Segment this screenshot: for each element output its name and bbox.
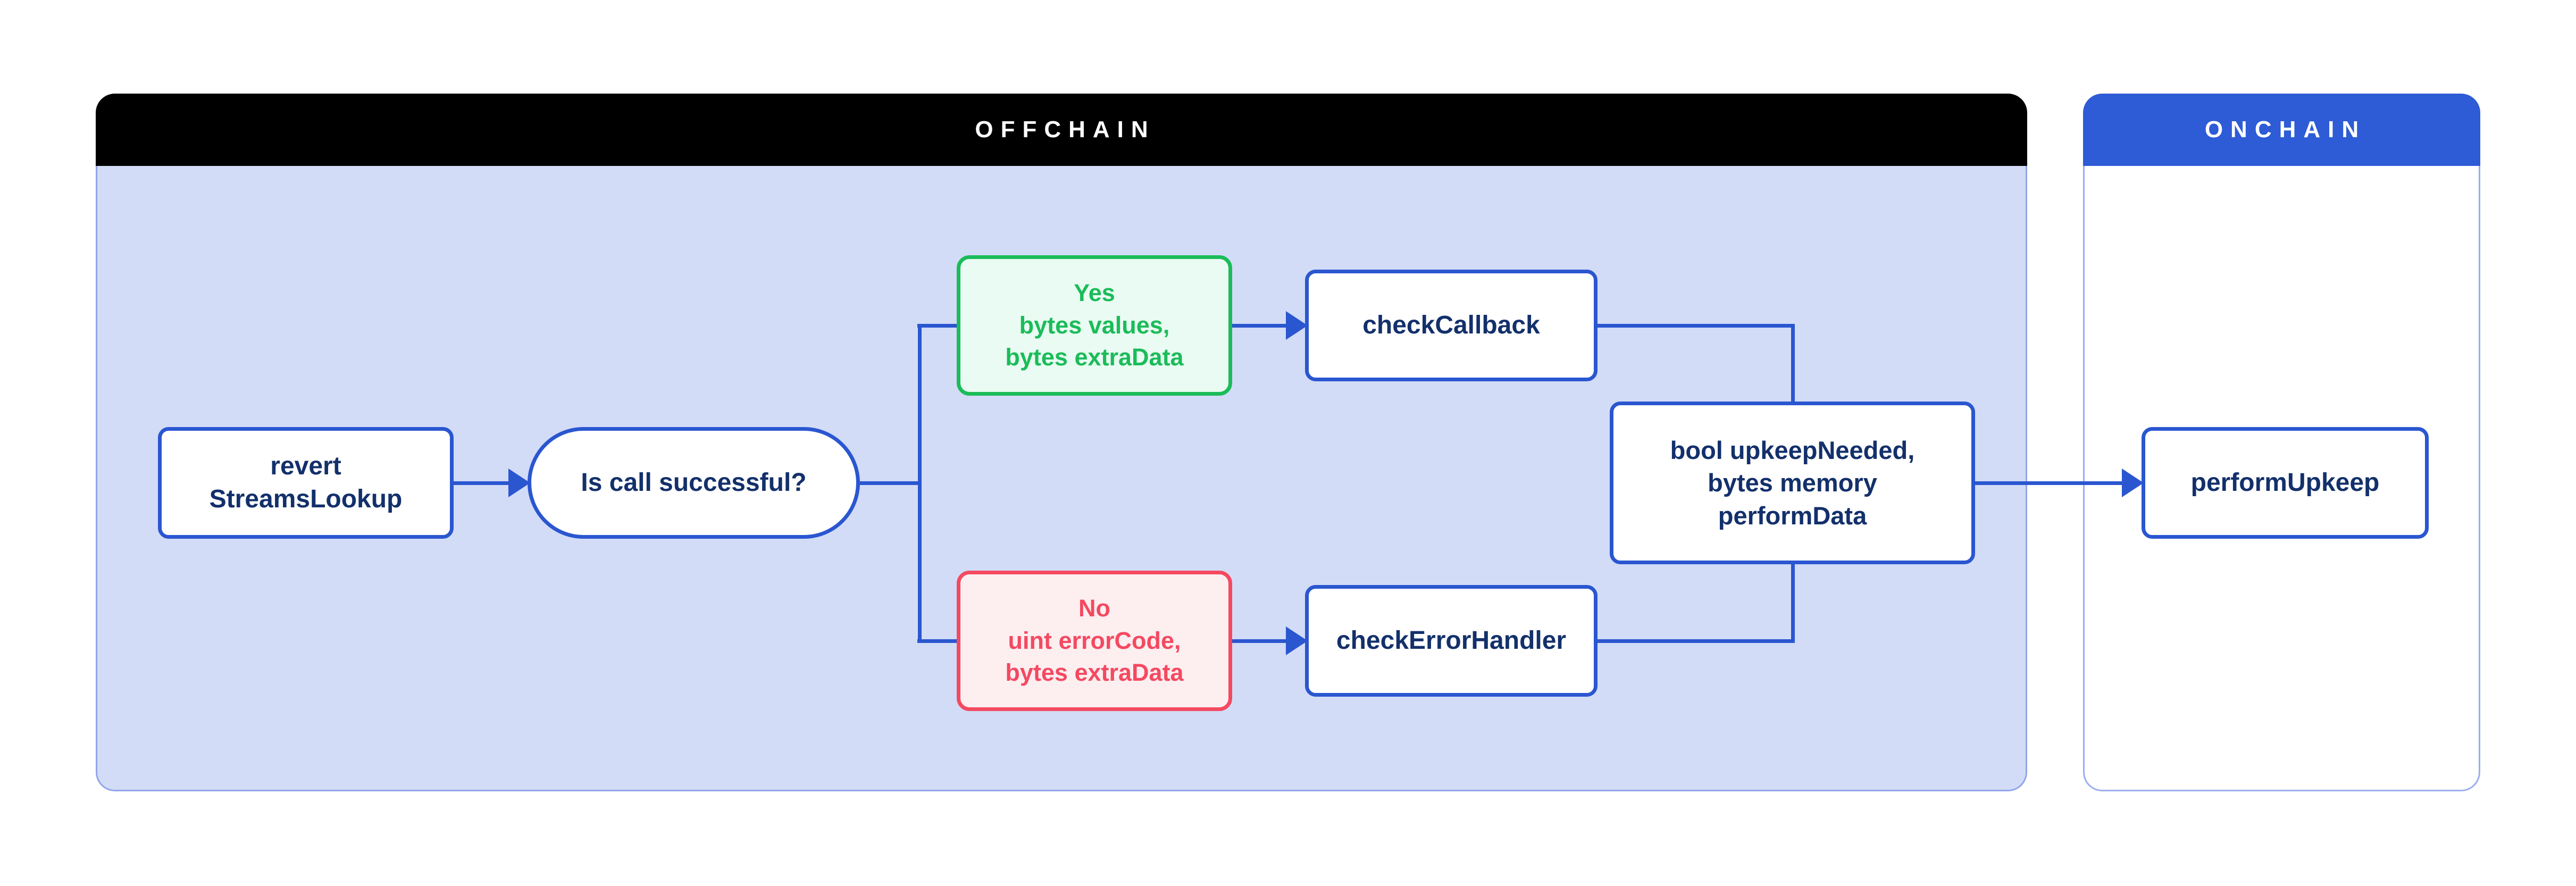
- node-perform-upkeep: performUpkeep: [2142, 427, 2429, 539]
- node-no-line-3: bytes extraData: [1005, 659, 1184, 687]
- node-no-branch: No uint errorCode, bytes extraData: [957, 571, 1232, 711]
- node-yes-line-2: bytes values,: [1019, 311, 1170, 339]
- connector-yes-to-check-callback: [1232, 323, 1288, 328]
- node-check-callback: checkCallback: [1305, 270, 1598, 381]
- connector-branch-to-yes: [917, 323, 959, 328]
- connector-check-callback-elbow-horizontal: [1598, 323, 1795, 328]
- offchain-panel-header: OFFCHAIN: [96, 94, 2027, 166]
- offchain-panel-title: OFFCHAIN: [975, 116, 1156, 143]
- arrowhead-into-check-callback: [1286, 311, 1308, 340]
- node-no-line-2: uint errorCode,: [1008, 626, 1181, 654]
- node-is-call-successful-label: Is call successful?: [581, 468, 807, 497]
- onchain-panel-header: ONCHAIN: [2083, 94, 2480, 166]
- node-revert-line-1: revert: [270, 452, 341, 480]
- node-revert-streams-lookup: revert StreamsLookup: [158, 427, 454, 539]
- arrowhead-into-question: [508, 469, 530, 497]
- connector-no-to-check-error-handler: [1232, 639, 1288, 643]
- node-check-callback-label: checkCallback: [1362, 311, 1540, 339]
- node-yes-branch: Yes bytes values, bytes extraData: [957, 255, 1232, 396]
- connector-check-callback-elbow-vertical: [1791, 323, 1795, 404]
- connector-question-to-branch: [860, 481, 921, 485]
- connector-result-to-perform-upkeep: [1975, 481, 2122, 485]
- arrowhead-into-perform-upkeep: [2122, 469, 2144, 497]
- onchain-panel-title: ONCHAIN: [2204, 116, 2366, 143]
- connector-branch-to-no: [917, 639, 959, 643]
- node-perform-upkeep-label: performUpkeep: [2190, 468, 2380, 497]
- connector-revert-to-question: [454, 481, 511, 485]
- connector-check-error-handler-elbow-horizontal: [1598, 639, 1795, 643]
- node-yes-line-1: Yes: [1074, 279, 1115, 306]
- node-upkeep-result-line-2: bytes memory: [1708, 469, 1877, 497]
- node-upkeep-result: bool upkeepNeeded, bytes memory performD…: [1610, 402, 1975, 564]
- node-revert-line-2: StreamsLookup: [209, 485, 403, 513]
- connector-branch-vertical: [917, 323, 922, 643]
- node-upkeep-result-line-3: performData: [1718, 501, 1867, 530]
- node-is-call-successful: Is call successful?: [528, 427, 860, 539]
- node-check-error-handler-label: checkErrorHandler: [1336, 626, 1567, 655]
- connector-check-error-handler-elbow-vertical: [1791, 563, 1795, 643]
- node-yes-line-3: bytes extraData: [1005, 344, 1184, 371]
- node-no-line-1: No: [1078, 594, 1110, 622]
- arrowhead-into-check-error-handler: [1286, 626, 1308, 655]
- node-upkeep-result-line-1: bool upkeepNeeded,: [1670, 436, 1915, 465]
- node-check-error-handler: checkErrorHandler: [1305, 585, 1598, 697]
